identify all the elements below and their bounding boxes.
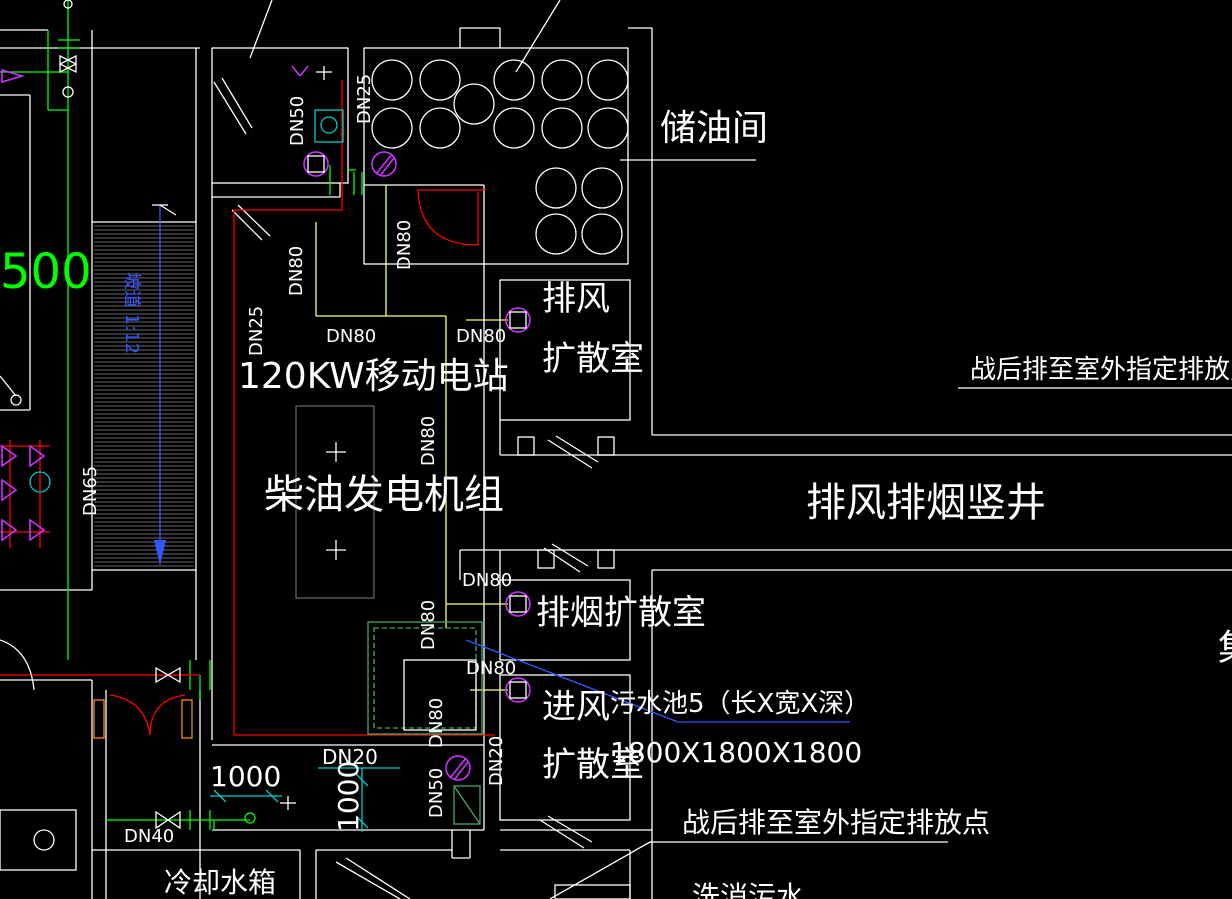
pipe-label-dn50-bottom: DN50	[426, 768, 447, 818]
label-post-war-discharge-top: 战后排至室外指定排放点	[970, 355, 1232, 385]
water-pipes	[0, 0, 363, 830]
dimension-1000-horizontal: 1000	[210, 760, 281, 793]
label-post-war-discharge-bottom: 战后排至室外指定排放点	[682, 806, 990, 839]
label-sewage-pool-size: 1800X1800X1800	[610, 736, 862, 769]
pipe-label-dn80-h: DN80	[426, 698, 447, 748]
sewage-leader	[465, 639, 850, 723]
pipe-label-dn80-c: DN80	[326, 326, 376, 347]
ramp-arrowhead	[154, 540, 166, 565]
pipe-label-dn25-left: DN25	[246, 306, 267, 356]
label-intake-diffusion-1: 进风	[542, 687, 610, 727]
pipe-label-dn20-a: DN20	[322, 745, 378, 769]
pipe-label-dn25-top: DN25	[354, 74, 375, 124]
pipe-label-dn80-f: DN80	[418, 600, 439, 650]
label-exhaust-shaft: 排风排烟竖井	[806, 480, 1046, 526]
pipe-label-dn20-b: DN20	[486, 736, 507, 786]
label-ramp: 坡道 1:12	[121, 272, 142, 354]
label-partial-bottom: 洗消污水	[692, 880, 804, 899]
pipe-label-dn80-e: DN80	[462, 570, 512, 591]
dimension-1000-vertical: 1000	[332, 761, 365, 832]
pipe-label-dn80-d: DN80	[456, 326, 506, 347]
pipe-label-dn80-b: DN80	[286, 246, 307, 296]
dimension-lines	[210, 767, 400, 832]
label-cooling-tank: 冷却水箱	[164, 866, 276, 899]
oil-drums	[371, 59, 629, 255]
ramp-hatch	[94, 225, 194, 567]
sewage-pool	[367, 621, 483, 825]
label-exhaust-diffusion-2: 扩散室	[542, 339, 644, 379]
drain-markers	[1, 65, 531, 781]
label-intake-diffusion-2: 扩散室	[542, 745, 644, 785]
valves	[0, 0, 344, 851]
label-power-station: 120KW移动电站	[238, 356, 509, 397]
label-partial-right: 集	[1218, 628, 1232, 669]
pipe-label-dn50-top: DN50	[287, 96, 308, 146]
generator-outline	[295, 405, 375, 599]
pipe-label-dn80-vertical: DN80	[418, 416, 439, 466]
label-oil-storage: 储油间	[660, 108, 768, 149]
label-exhaust-diffusion-1: 排风	[542, 279, 610, 319]
label-big-number: 500	[0, 244, 92, 300]
pipe-label-dn65: DN65	[80, 466, 101, 516]
pipe-label-dn80-g: DN80	[466, 658, 516, 679]
label-smoke-diffusion: 排烟扩散室	[536, 593, 706, 633]
label-generator-set: 柴油发电机组	[264, 472, 504, 518]
pipe-label-dn80-a: DN80	[394, 220, 415, 270]
label-sewage-pool: 污水池5（长X宽X深）	[610, 689, 870, 719]
pipe-label-dn40: DN40	[124, 826, 174, 847]
